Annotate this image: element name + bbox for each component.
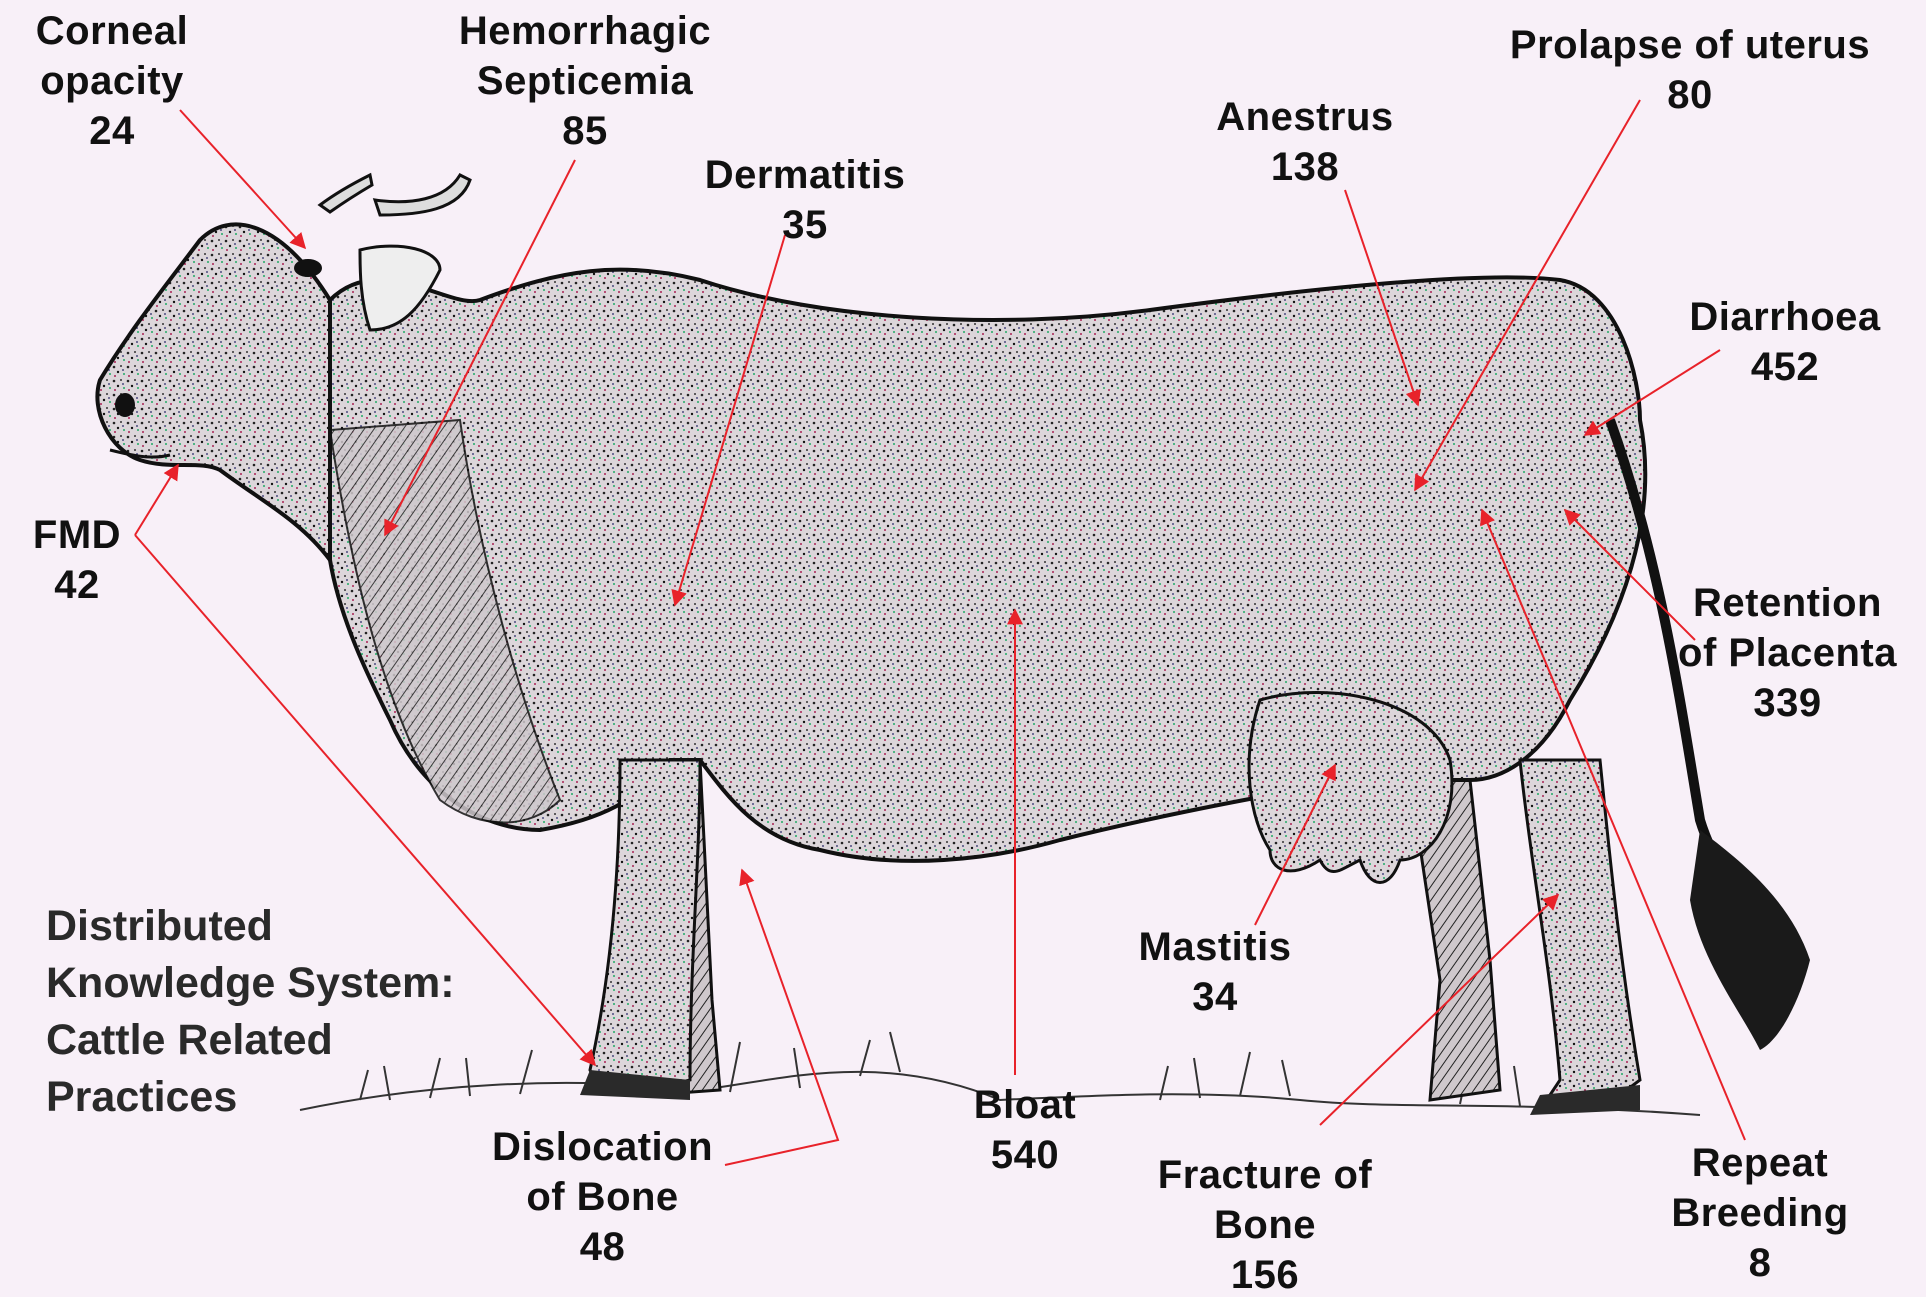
label-text: Dislocation xyxy=(470,1122,735,1172)
label-text: Breeding xyxy=(1645,1188,1875,1238)
label-bloat: Bloat 540 xyxy=(945,1080,1105,1180)
label-retention-of-placenta: Retention of Placenta 339 xyxy=(1655,578,1920,728)
label-count: 42 xyxy=(12,560,142,610)
label-text: Septicemia xyxy=(430,56,740,106)
caption-line: Knowledge System: xyxy=(46,955,455,1012)
caption-line: Distributed xyxy=(46,898,455,955)
label-count: 34 xyxy=(1110,972,1320,1022)
label-text: of Bone xyxy=(470,1172,735,1222)
near-hind-leg xyxy=(1520,760,1640,1110)
label-text: opacity xyxy=(12,56,212,106)
label-fracture-of-bone: Fracture of Bone 156 xyxy=(1130,1150,1400,1297)
label-hemorrhagic-septicemia: Hemorrhagic Septicemia 85 xyxy=(430,6,740,156)
label-text: Retention xyxy=(1655,578,1920,628)
label-fmd: FMD 42 xyxy=(12,510,142,610)
label-text: Dermatitis xyxy=(680,150,930,200)
caption-line: Cattle Related xyxy=(46,1012,455,1069)
label-count: 24 xyxy=(12,106,212,156)
cow-nostril xyxy=(115,393,135,417)
label-text: FMD xyxy=(12,510,142,560)
udder xyxy=(1249,693,1452,883)
label-mastitis: Mastitis 34 xyxy=(1110,922,1320,1022)
label-count: 80 xyxy=(1470,70,1910,120)
label-text: Prolapse of uterus xyxy=(1470,20,1910,70)
label-text: Bone xyxy=(1130,1200,1400,1250)
label-dislocation-of-bone: Dislocation of Bone 48 xyxy=(470,1122,735,1272)
label-count: 8 xyxy=(1645,1238,1875,1288)
label-count: 85 xyxy=(430,106,740,156)
label-text: of Placenta xyxy=(1655,628,1920,678)
label-corneal-opacity: Corneal opacity 24 xyxy=(12,6,212,156)
label-count: 452 xyxy=(1660,342,1910,392)
label-count: 540 xyxy=(945,1130,1105,1180)
label-text: Corneal xyxy=(12,6,212,56)
cow-eye xyxy=(294,259,322,277)
label-count: 48 xyxy=(470,1222,735,1272)
cow-horn xyxy=(375,175,470,215)
label-dermatitis: Dermatitis 35 xyxy=(680,150,930,250)
label-count: 138 xyxy=(1180,142,1430,192)
label-text: Hemorrhagic xyxy=(430,6,740,56)
label-count: 339 xyxy=(1655,678,1920,728)
label-text: Diarrhoea xyxy=(1660,292,1910,342)
label-count: 156 xyxy=(1130,1250,1400,1297)
label-count: 35 xyxy=(680,200,930,250)
tail-switch xyxy=(1690,830,1810,1050)
label-text: Bloat xyxy=(945,1080,1105,1130)
label-anestrus: Anestrus 138 xyxy=(1180,92,1430,192)
leader-dislocation-of-bone xyxy=(725,870,838,1165)
label-repeat-breeding: Repeat Breeding 8 xyxy=(1645,1138,1875,1288)
caption-line: Practices xyxy=(46,1069,455,1126)
label-text: Anestrus xyxy=(1180,92,1430,142)
label-diarrhoea: Diarrhoea 452 xyxy=(1660,292,1910,392)
label-text: Fracture of xyxy=(1130,1150,1400,1200)
label-text: Repeat xyxy=(1645,1138,1875,1188)
label-text: Mastitis xyxy=(1110,922,1320,972)
diagram-caption: Distributed Knowledge System: Cattle Rel… xyxy=(46,898,455,1126)
label-prolapse-of-uterus: Prolapse of uterus 80 xyxy=(1470,20,1910,120)
